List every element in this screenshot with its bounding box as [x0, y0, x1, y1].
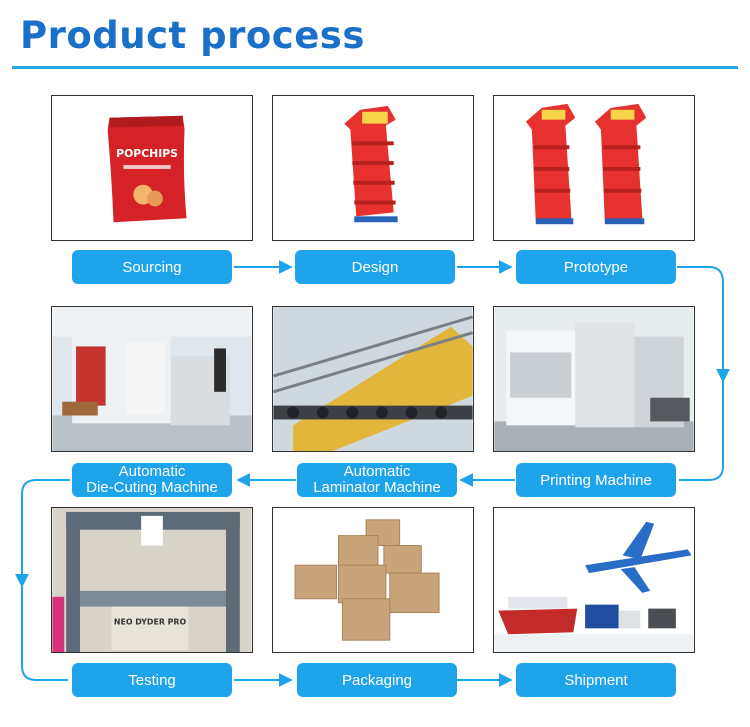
step-die-cutting-line1: Automatic [118, 463, 186, 480]
step-testing: Testing [72, 663, 232, 697]
step-laminator-machine: Automatic Laminator Machine [297, 463, 457, 497]
step-die-cutting-line2: Die-Cuting Machine [86, 479, 218, 496]
page-title: Product process [20, 14, 365, 57]
step-prototype: Prototype [516, 250, 676, 284]
snack-bag-brand: POPCHIPS [116, 147, 178, 160]
step-shipment: Shipment [516, 663, 676, 697]
photo-die-cutting-machine [51, 306, 253, 452]
step-sourcing: Sourcing [72, 250, 232, 284]
photo-design [272, 95, 474, 241]
step-design: Design [295, 250, 455, 284]
photo-prototype [493, 95, 695, 241]
photo-testing: NEO DYDER PRO [51, 507, 253, 653]
photo-laminator-machine [272, 306, 474, 452]
photo-printing-machine [493, 306, 695, 452]
step-laminator-line2: Laminator Machine [313, 479, 441, 496]
step-packaging: Packaging [297, 663, 457, 697]
title-underline [12, 66, 738, 69]
step-printing-machine: Printing Machine [516, 463, 676, 497]
pallet-box-print: NEO DYDER PRO [114, 617, 187, 626]
photo-sourcing: POPCHIPS [51, 95, 253, 241]
step-laminator-line1: Automatic [343, 463, 411, 480]
photo-packaging [272, 507, 474, 653]
step-die-cutting-machine: Automatic Die-Cuting Machine [72, 463, 232, 497]
photo-shipment [493, 507, 695, 653]
